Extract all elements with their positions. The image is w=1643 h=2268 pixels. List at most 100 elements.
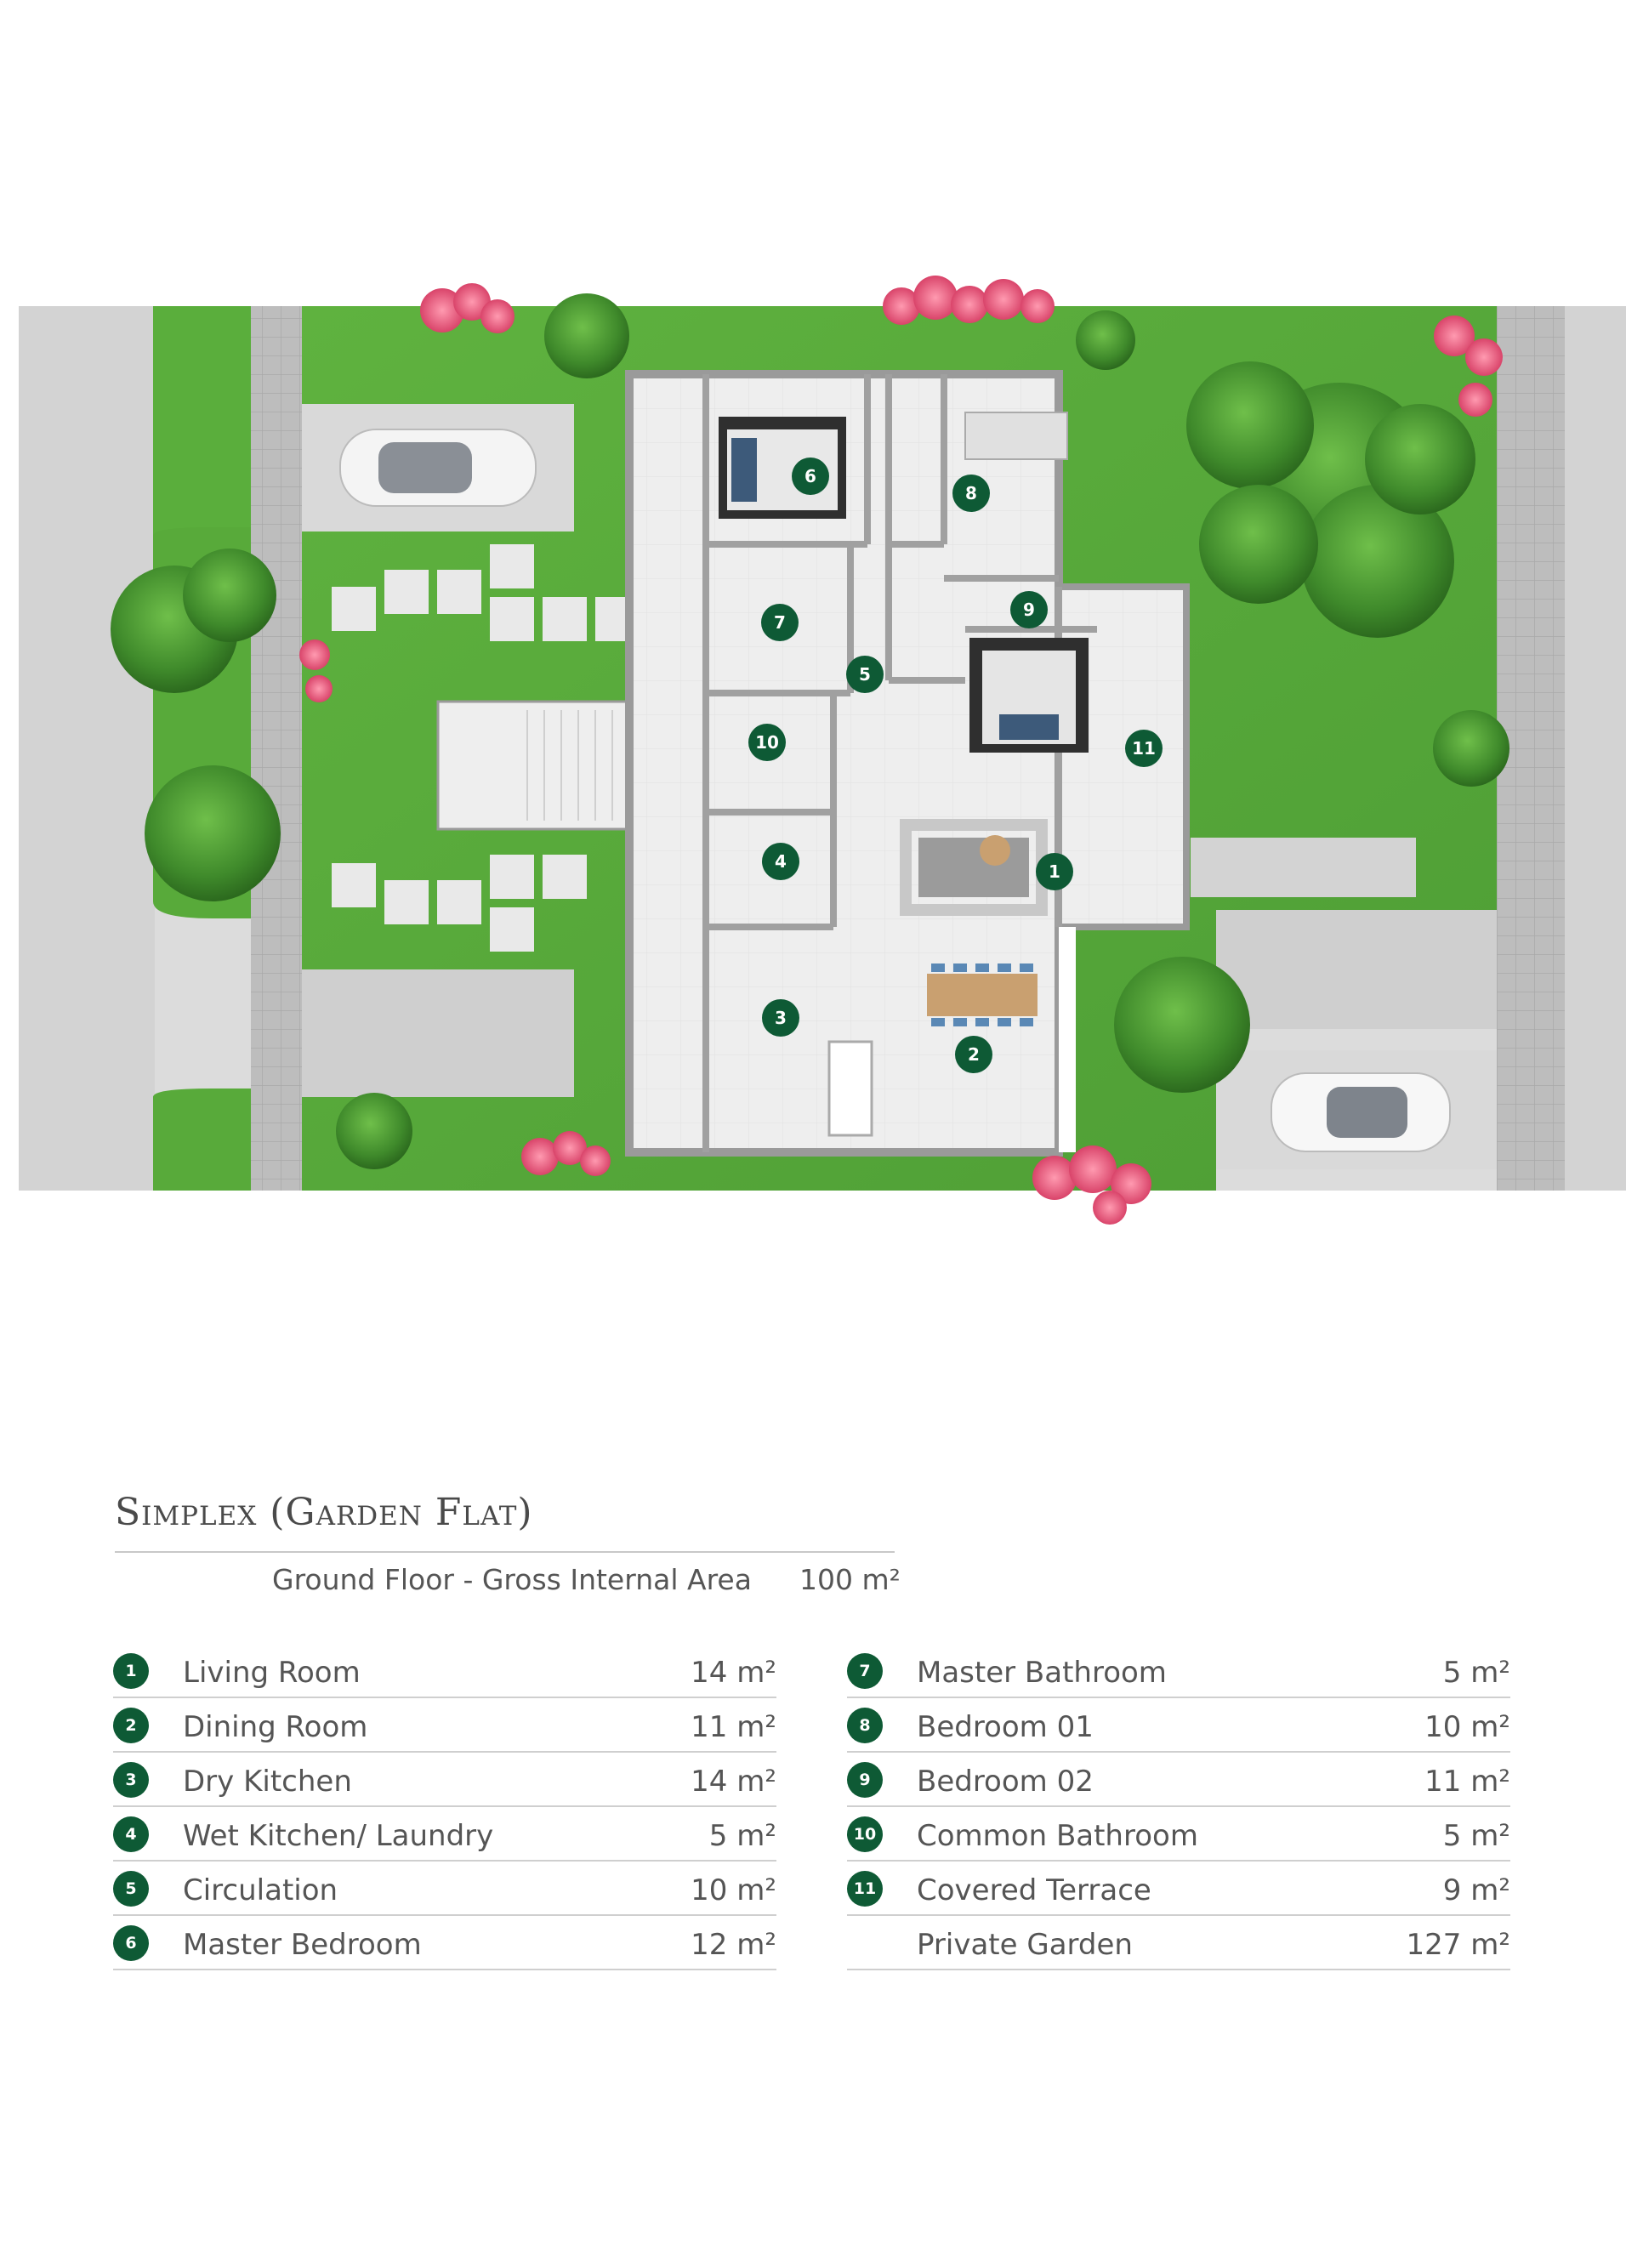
dining-table [927,963,1038,1026]
plan-marker-label: 11 [1132,738,1156,759]
plan-marker-label: 2 [968,1044,980,1065]
room-area: 127 m² [1406,1928,1510,1962]
paver-strip-left [251,306,302,1191]
plan-marker-2: 2 [955,1036,992,1073]
bed-02 [969,638,1089,753]
plan-marker-10: 10 [748,724,786,761]
plan-marker-3: 3 [762,999,799,1037]
table-row: 5 Circulation 10 m² [113,1863,776,1916]
room-number-badge: 6 [113,1925,149,1961]
parking-left-bottom [302,969,574,1097]
kitchen-island [827,1040,873,1137]
room-name: Wet Kitchen/ Laundry [183,1819,494,1853]
plan-marker-circle [1010,591,1048,628]
room-markers: 1 2 3 4 5 6 7 8 9 10 11 [748,458,1163,1073]
room-area: 5 m² [1442,1656,1510,1690]
page-title: Simplex (Garden Flat) [115,1491,533,1534]
bed-01 [964,412,1068,460]
room-number-badge: 3 [113,1762,149,1798]
room-name: Bedroom 02 [917,1765,1094,1799]
room-name: Master Bathroom [917,1656,1167,1690]
plan-marker-circle [762,843,799,880]
plan-marker-label: 6 [804,466,816,486]
room-area: 14 m² [691,1656,776,1690]
table-row: Private Garden 127 m² [847,1918,1510,1970]
parking-right-top [1216,910,1497,1029]
room-name: Covered Terrace [917,1873,1151,1907]
room-schedule-left: 1 Living Room 14 m² 2 Dining Room 11 m² 3 Dry… [113,1646,776,1972]
room-number-badge: 9 [847,1762,883,1798]
plan-marker-circle [846,656,884,693]
room-area: 5 m² [1442,1819,1510,1853]
plan-marker-circle [955,1036,992,1073]
plan-marker-circle [748,724,786,761]
room-number-badge: 4 [113,1816,149,1852]
plan-marker-7: 7 [761,604,799,641]
room-number-badge: 11 [847,1871,883,1907]
room-area: 14 m² [691,1765,776,1799]
room-name: Master Bedroom [183,1928,422,1962]
table-row: 1 Living Room 14 m² [113,1646,776,1698]
room-area: 5 m² [708,1819,776,1853]
entrance-stair [436,700,644,831]
room-number-badge: 8 [847,1708,883,1743]
room-area: 9 m² [1442,1873,1510,1907]
flower-beds [299,276,1503,1225]
room-name: Common Bathroom [917,1819,1198,1853]
plan-marker-circle [1036,853,1073,890]
room-area: 10 m² [691,1873,776,1907]
table-row: 8 Bedroom 01 10 m² [847,1700,1510,1753]
room-name: Dining Room [183,1710,368,1744]
gross-area-label: Ground Floor - Gross Internal Area [272,1563,752,1596]
plan-marker-circle [792,458,829,495]
table-row: 10 Common Bathroom 5 m² [847,1809,1510,1862]
table-row: 7 Master Bathroom 5 m² [847,1646,1510,1698]
plan-marker-label: 4 [775,851,787,872]
plan-marker-8: 8 [952,475,990,512]
title-divider [115,1551,895,1553]
plan-marker-4: 4 [762,843,799,880]
plan-marker-label: 7 [774,612,786,633]
car-right [1271,1072,1451,1152]
plan-marker-circle [952,475,990,512]
plan-marker-label: 9 [1023,600,1035,620]
room-name: Bedroom 01 [917,1710,1094,1744]
room-name: Dry Kitchen [183,1765,352,1799]
room-number-badge: 1 [113,1653,149,1689]
table-row: 2 Dining Room 11 m² [113,1700,776,1753]
plan-marker-label: 1 [1049,861,1060,882]
plan-marker-5: 5 [846,656,884,693]
plan-marker-label: 8 [965,483,977,503]
plan-marker-label: 10 [755,732,779,753]
room-area: 11 m² [1424,1765,1510,1799]
sofa-set [900,819,1048,916]
table-row: 6 Master Bedroom 12 m² [113,1918,776,1970]
room-name: Private Garden [917,1928,1133,1962]
trees [111,293,1509,1169]
room-number-badge: 10 [847,1816,883,1852]
room-name: Circulation [183,1873,338,1907]
room-number-badge: 2 [113,1708,149,1743]
room-name: Living Room [183,1656,361,1690]
terrace-path [1191,838,1416,897]
table-row: 11 Covered Terrace 9 m² [847,1863,1510,1916]
room-area: 12 m² [691,1928,776,1962]
plan-marker-circle [761,604,799,641]
plan-marker-6: 6 [792,458,829,495]
plan-marker-9: 9 [1010,591,1048,628]
room-area: 11 m² [691,1710,776,1744]
table-row: 4 Wet Kitchen/ Laundry 5 m² [113,1809,776,1862]
car-left [339,429,537,507]
plan-marker-1: 1 [1036,853,1073,890]
gross-area-value: 100 m² [799,1563,901,1596]
room-number-badge: 5 [113,1871,149,1907]
table-row: 3 Dry Kitchen 14 m² [113,1754,776,1807]
room-number-badge: 7 [847,1653,883,1689]
table-row: 9 Bedroom 02 11 m² [847,1754,1510,1807]
plan-marker-11: 11 [1125,730,1163,767]
plan-marker-circle [762,999,799,1037]
plan-marker-label: 3 [775,1008,787,1028]
plan-marker-circle [1125,730,1163,767]
room-area: 10 m² [1424,1710,1510,1744]
